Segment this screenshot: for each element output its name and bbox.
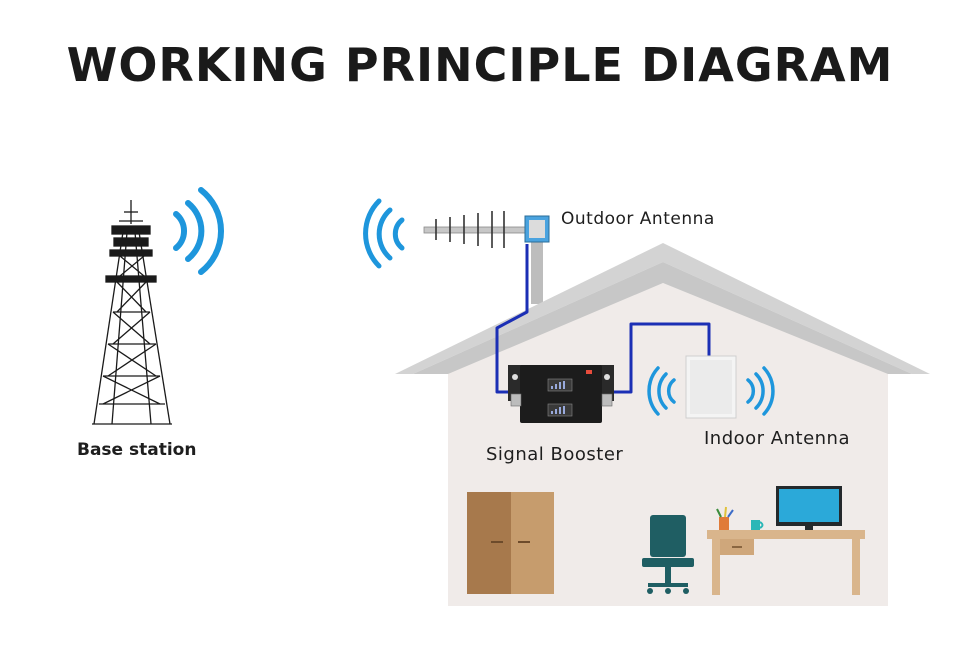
desk-top [707, 530, 865, 539]
wardrobe-right-door [511, 492, 554, 594]
mug [751, 520, 760, 530]
indoor-antenna-signal-waves [647, 366, 775, 416]
chair-wheel [683, 588, 689, 594]
cable-booster-to-indoor [612, 322, 711, 394]
signal-booster-label: Signal Booster [486, 444, 624, 465]
cable-outdoor-to-booster [495, 244, 529, 394]
monitor-screen [779, 489, 839, 522]
panel-antenna-icon [685, 355, 737, 419]
chair-stem [665, 567, 671, 583]
wardrobe-handle-left [491, 541, 503, 543]
booster-connector-right [601, 393, 613, 407]
chair-seat [642, 558, 694, 567]
mug-handle [759, 521, 764, 529]
roof-inner [413, 262, 912, 374]
pencil [716, 508, 722, 518]
outdoor-antenna-label: Outdoor Antenna [561, 209, 715, 229]
coax-cables [495, 244, 711, 394]
wardrobe [467, 492, 554, 594]
booster-right-ear [600, 365, 614, 401]
booster-signal-bars [551, 381, 565, 414]
yagi-antenna-icon [423, 211, 550, 248]
booster-body [520, 365, 602, 423]
booster-connector-left [510, 393, 522, 407]
pencil [727, 509, 734, 518]
desk-leg [712, 539, 720, 595]
base-station-signal-waves [173, 187, 225, 275]
pen-cup [719, 517, 729, 530]
desk [707, 486, 865, 595]
antenna-mast [531, 232, 543, 304]
monitor-stand [805, 526, 813, 530]
office-chair [642, 515, 694, 594]
panel-antenna-face [690, 360, 732, 414]
cell-tower-icon [92, 200, 172, 425]
outdoor-antenna-signal-waves [363, 198, 405, 269]
chair-back [650, 515, 686, 557]
base-station-label: Base station [77, 440, 197, 460]
drawer-handle [732, 546, 742, 548]
chair-wheel [647, 588, 653, 594]
chair-base [648, 583, 688, 587]
antenna-mount-plate [529, 220, 545, 238]
desk-leg [852, 539, 860, 595]
signal-booster-icon [508, 365, 614, 423]
wardrobe-handle-right [518, 541, 530, 543]
booster-left-ear [508, 365, 522, 401]
pencil [724, 506, 727, 518]
chair-wheel [665, 588, 671, 594]
wardrobe-left-door [467, 492, 511, 594]
page-title: WORKING PRINCIPLE DIAGRAM [66, 38, 894, 92]
indoor-antenna-label: Indoor Antenna [704, 428, 850, 449]
booster-led [586, 370, 592, 374]
